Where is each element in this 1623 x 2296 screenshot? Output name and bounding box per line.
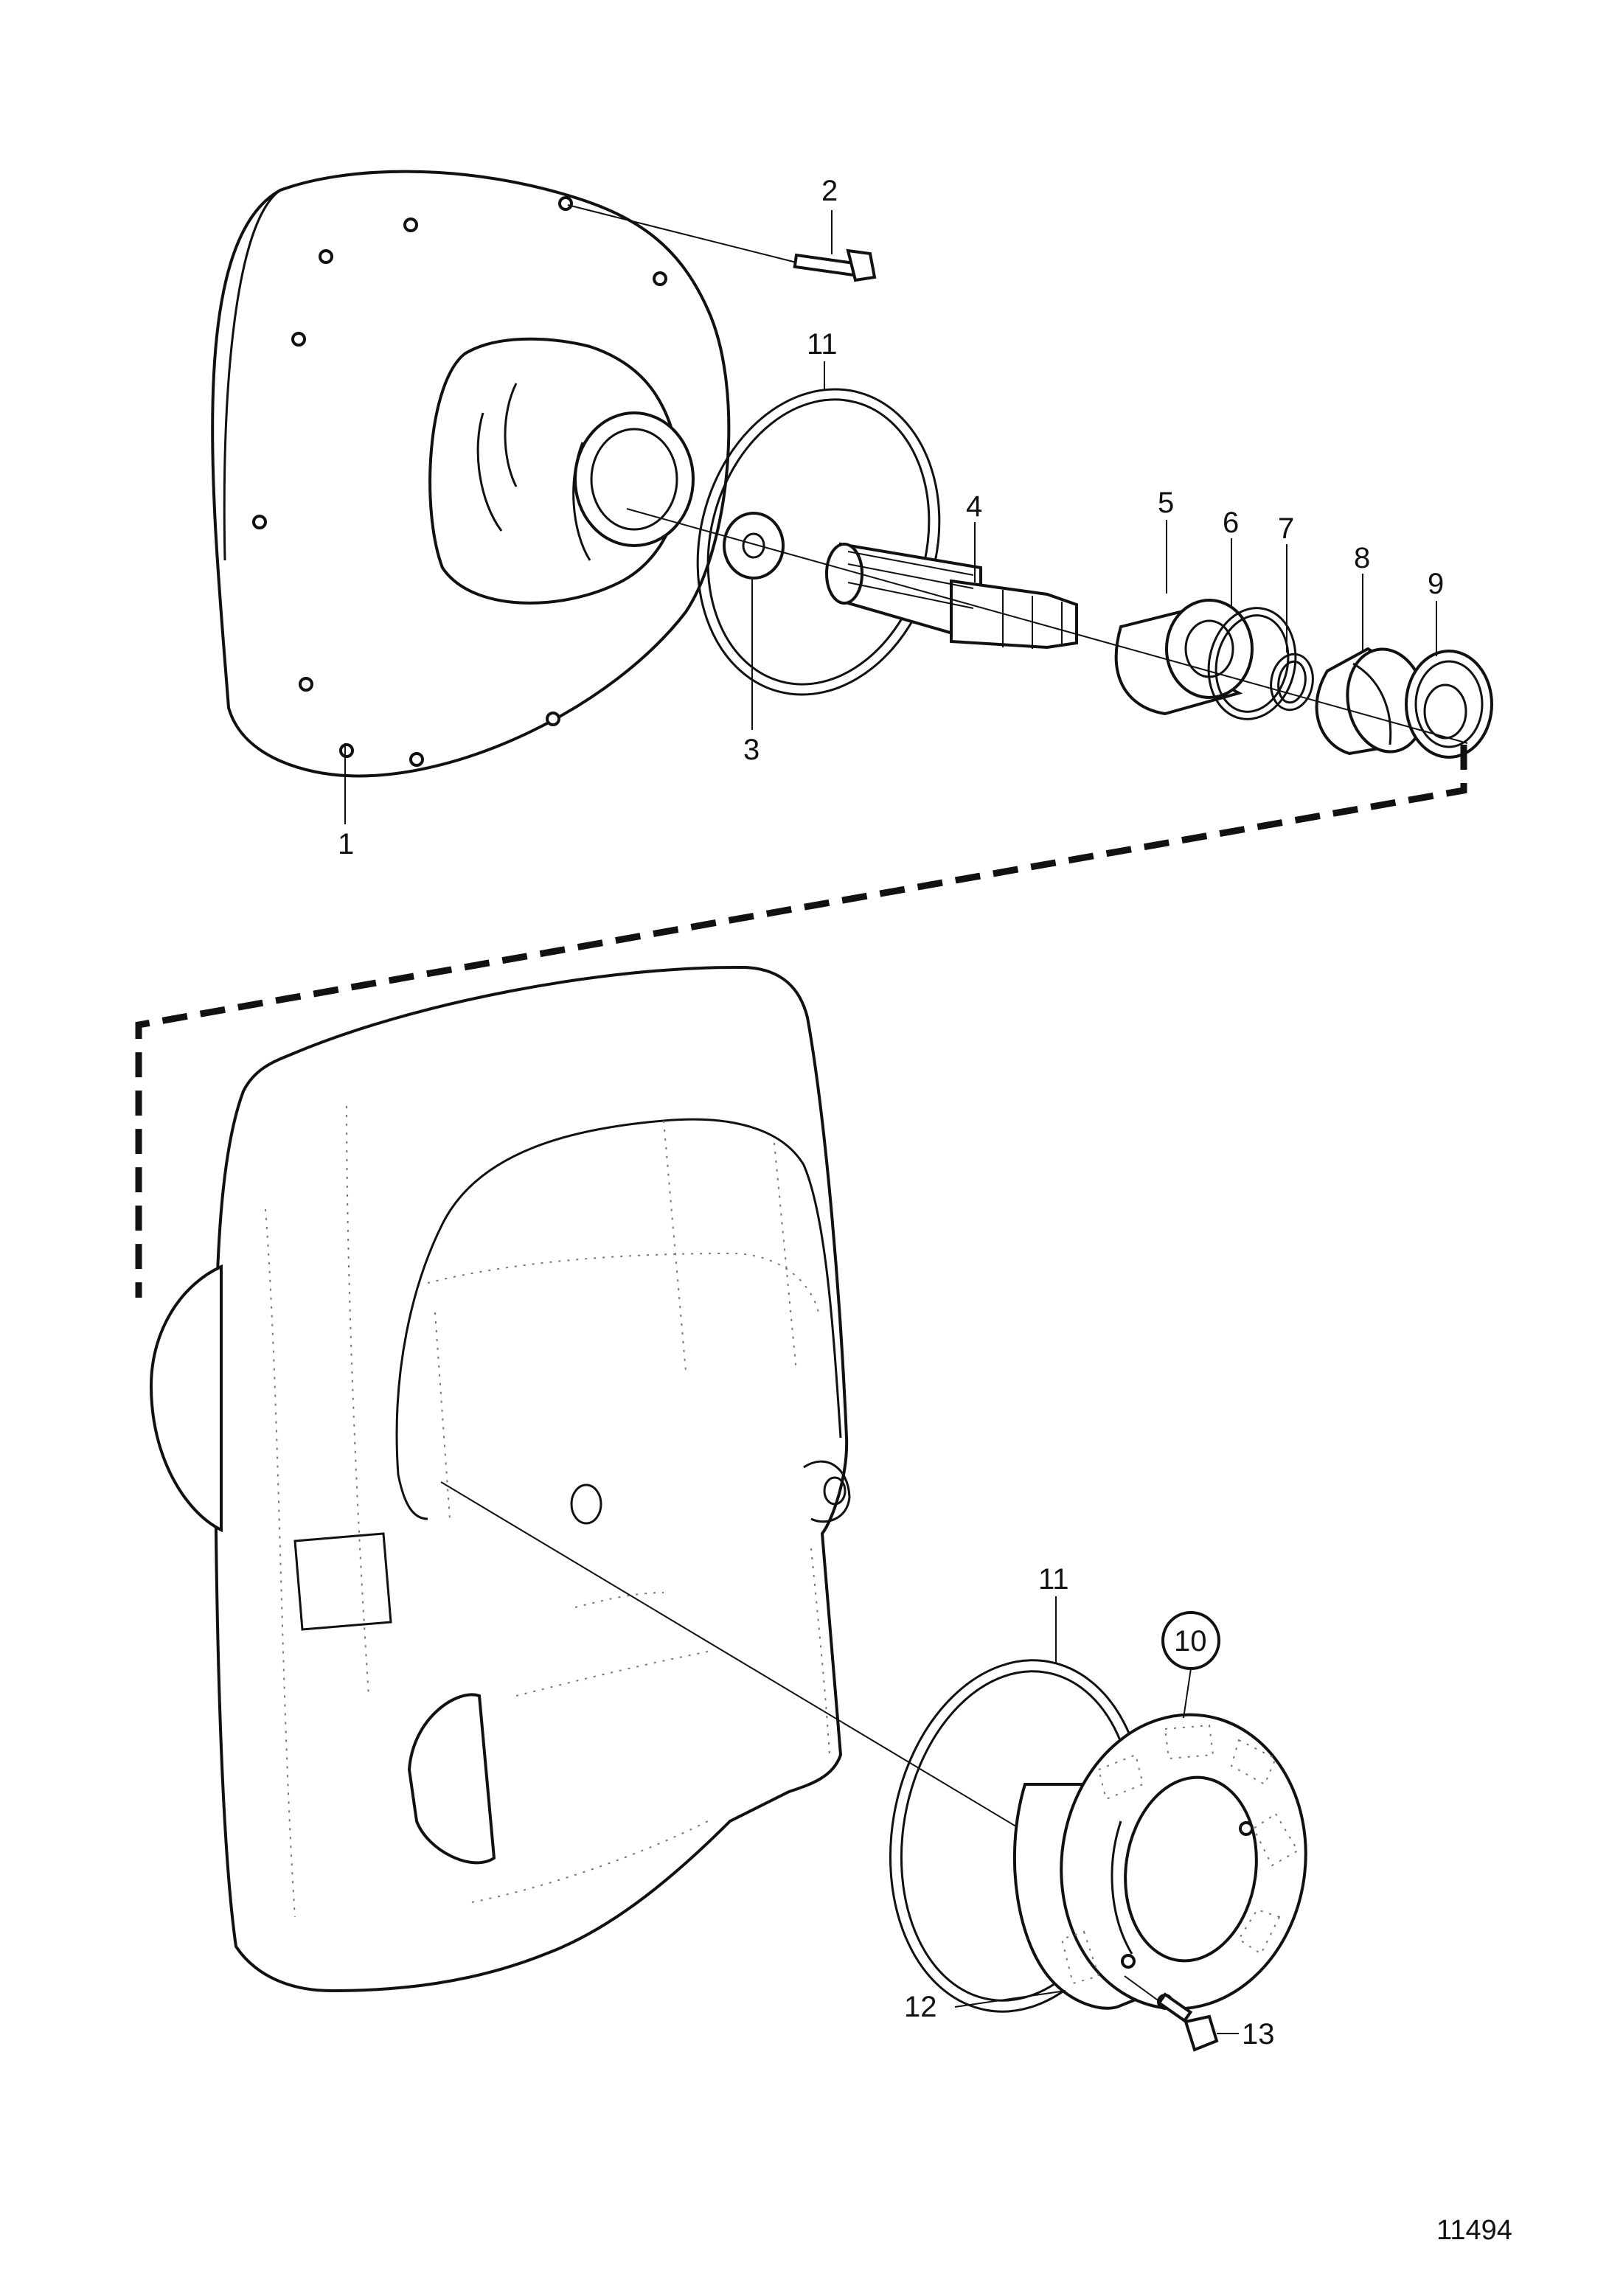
part-6-circlip <box>1207 607 1297 720</box>
flywheel-bolt-holes <box>252 196 667 767</box>
part-7-ring <box>1270 653 1314 712</box>
callout-4: 4 <box>966 490 982 523</box>
callout-5: 5 <box>1158 487 1174 519</box>
callout-7: 7 <box>1278 512 1294 545</box>
assembly-connection-line <box>135 745 1467 1298</box>
callout-13: 13 <box>1242 2018 1275 2050</box>
part-10-seal-carrier <box>1012 1713 1307 2011</box>
callout-11-top: 11 <box>807 328 838 361</box>
callout-3: 3 <box>743 734 760 766</box>
part-13-bolt <box>1124 1975 1219 2052</box>
part-9-bearing-ring <box>1405 650 1493 759</box>
callout-8: 8 <box>1354 542 1370 574</box>
callout-10: 10 <box>1174 1625 1207 1657</box>
part-5-bearing <box>1114 599 1254 716</box>
part-4-splined-shaft <box>825 542 1078 650</box>
figure-reference-number: 11494 <box>1436 2215 1512 2246</box>
callout-2: 2 <box>821 175 838 207</box>
callout-6: 6 <box>1223 507 1239 539</box>
callout-9: 9 <box>1428 568 1444 600</box>
flywheel-housing <box>149 965 851 1993</box>
callout-1: 1 <box>338 828 354 860</box>
part-1-coupling-disc <box>211 170 731 778</box>
part-3-spacer <box>723 512 785 580</box>
leader-12 <box>954 1990 1066 2008</box>
top-assembly-axis <box>626 508 1468 744</box>
leader-10 <box>1183 1668 1192 1719</box>
part-2-bolt <box>567 204 877 282</box>
callout-11-bottom: 11 <box>1038 1563 1069 1596</box>
callout-12: 12 <box>904 1991 937 2023</box>
